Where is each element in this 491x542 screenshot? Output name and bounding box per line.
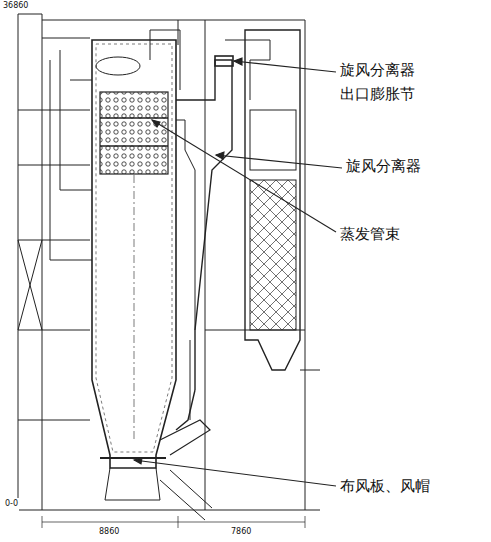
cyclone-separator bbox=[176, 60, 232, 430]
outlet-expansion-joint bbox=[215, 40, 270, 100]
elevation-mark: 0-0 bbox=[4, 498, 19, 511]
dimension-text: 7860 bbox=[230, 526, 252, 539]
air-distributor bbox=[160, 420, 212, 520]
steel-frame bbox=[18, 14, 320, 510]
dimension-text: 8860 bbox=[98, 526, 120, 539]
furnace bbox=[92, 40, 176, 500]
callout-label: 旋风分离器 bbox=[346, 154, 421, 178]
drum-piping bbox=[50, 30, 180, 260]
callout-label: 布风板、风帽 bbox=[340, 474, 430, 498]
callout-label: 蒸发管束 bbox=[340, 222, 400, 246]
leader-lines bbox=[134, 58, 342, 486]
callout-label: 旋风分离器 出口膨胀节 bbox=[340, 58, 421, 106]
evaporating-tube-bundle bbox=[100, 92, 168, 174]
dimension-lines bbox=[4, 12, 320, 528]
back-pass bbox=[245, 30, 300, 370]
elevation-mark: 36860 bbox=[2, 0, 29, 13]
